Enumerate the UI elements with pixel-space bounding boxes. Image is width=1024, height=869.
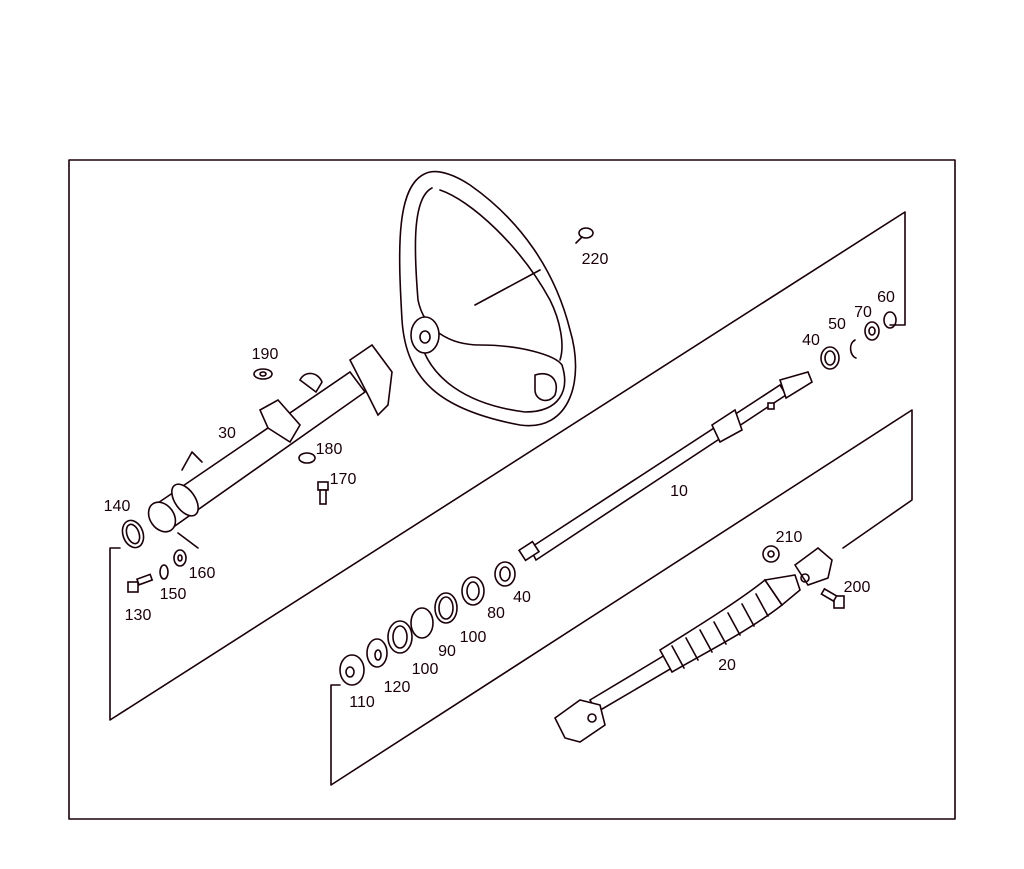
intermediate-shaft [553, 546, 833, 743]
steering-shaft [517, 371, 813, 562]
screw-170 [317, 481, 329, 505]
steering-column-jacket [147, 343, 393, 533]
lock-plate-120 [366, 638, 388, 668]
washer-190 [253, 368, 273, 380]
screw-220 [575, 227, 594, 244]
ring-140 [121, 519, 145, 549]
callout-70: 70 [854, 304, 872, 321]
callout-60: 60 [877, 289, 895, 306]
callout-150: 150 [160, 586, 187, 603]
callout-40-upper: 40 [802, 332, 820, 349]
bearing-40-upper [820, 346, 840, 370]
washer-150 [159, 564, 169, 580]
ring-100-b [387, 620, 413, 654]
callout-200: 200 [844, 579, 871, 596]
callout-40-lower: 40 [513, 589, 531, 606]
callout-90: 90 [438, 643, 456, 660]
callout-220: 220 [582, 251, 609, 268]
washer-160 [173, 549, 187, 567]
callout-30: 30 [218, 425, 236, 442]
sleeve-80 [461, 576, 485, 606]
ring-100-a [434, 592, 458, 624]
bearing-40-lower [494, 561, 516, 587]
ring-60 [883, 311, 897, 329]
bolt-130 [127, 573, 154, 593]
group-bracket-lower [330, 409, 913, 786]
spring-70 [864, 321, 880, 341]
ring-90 [410, 607, 434, 639]
callout-50: 50 [828, 316, 846, 333]
circlip-50 [849, 339, 857, 359]
callout-120: 120 [384, 679, 411, 696]
diagram-frame [68, 159, 956, 820]
bolt-200 [820, 587, 845, 609]
callout-110: 110 [349, 694, 375, 711]
callout-140: 140 [104, 498, 131, 515]
callout-170: 170 [330, 471, 357, 488]
steering-wheel [398, 170, 577, 427]
callout-210: 210 [776, 529, 803, 546]
clip-180 [298, 452, 316, 464]
group-bracket-upper [109, 211, 906, 721]
callout-80: 80 [487, 605, 505, 622]
callout-20: 20 [718, 657, 736, 674]
callout-100-a: 100 [460, 629, 487, 646]
callout-100-b: 100 [412, 661, 439, 678]
nut-110 [339, 654, 365, 686]
callout-labels: 220 190 30 180 170 140 160 150 130 40 50… [104, 251, 895, 711]
callout-180: 180 [316, 441, 343, 458]
callout-130: 130 [125, 607, 152, 624]
callout-160: 160 [189, 565, 216, 582]
callout-10: 10 [670, 483, 688, 500]
nut-210 [762, 545, 780, 563]
leader-160 [177, 532, 199, 549]
callout-190: 190 [252, 346, 279, 363]
